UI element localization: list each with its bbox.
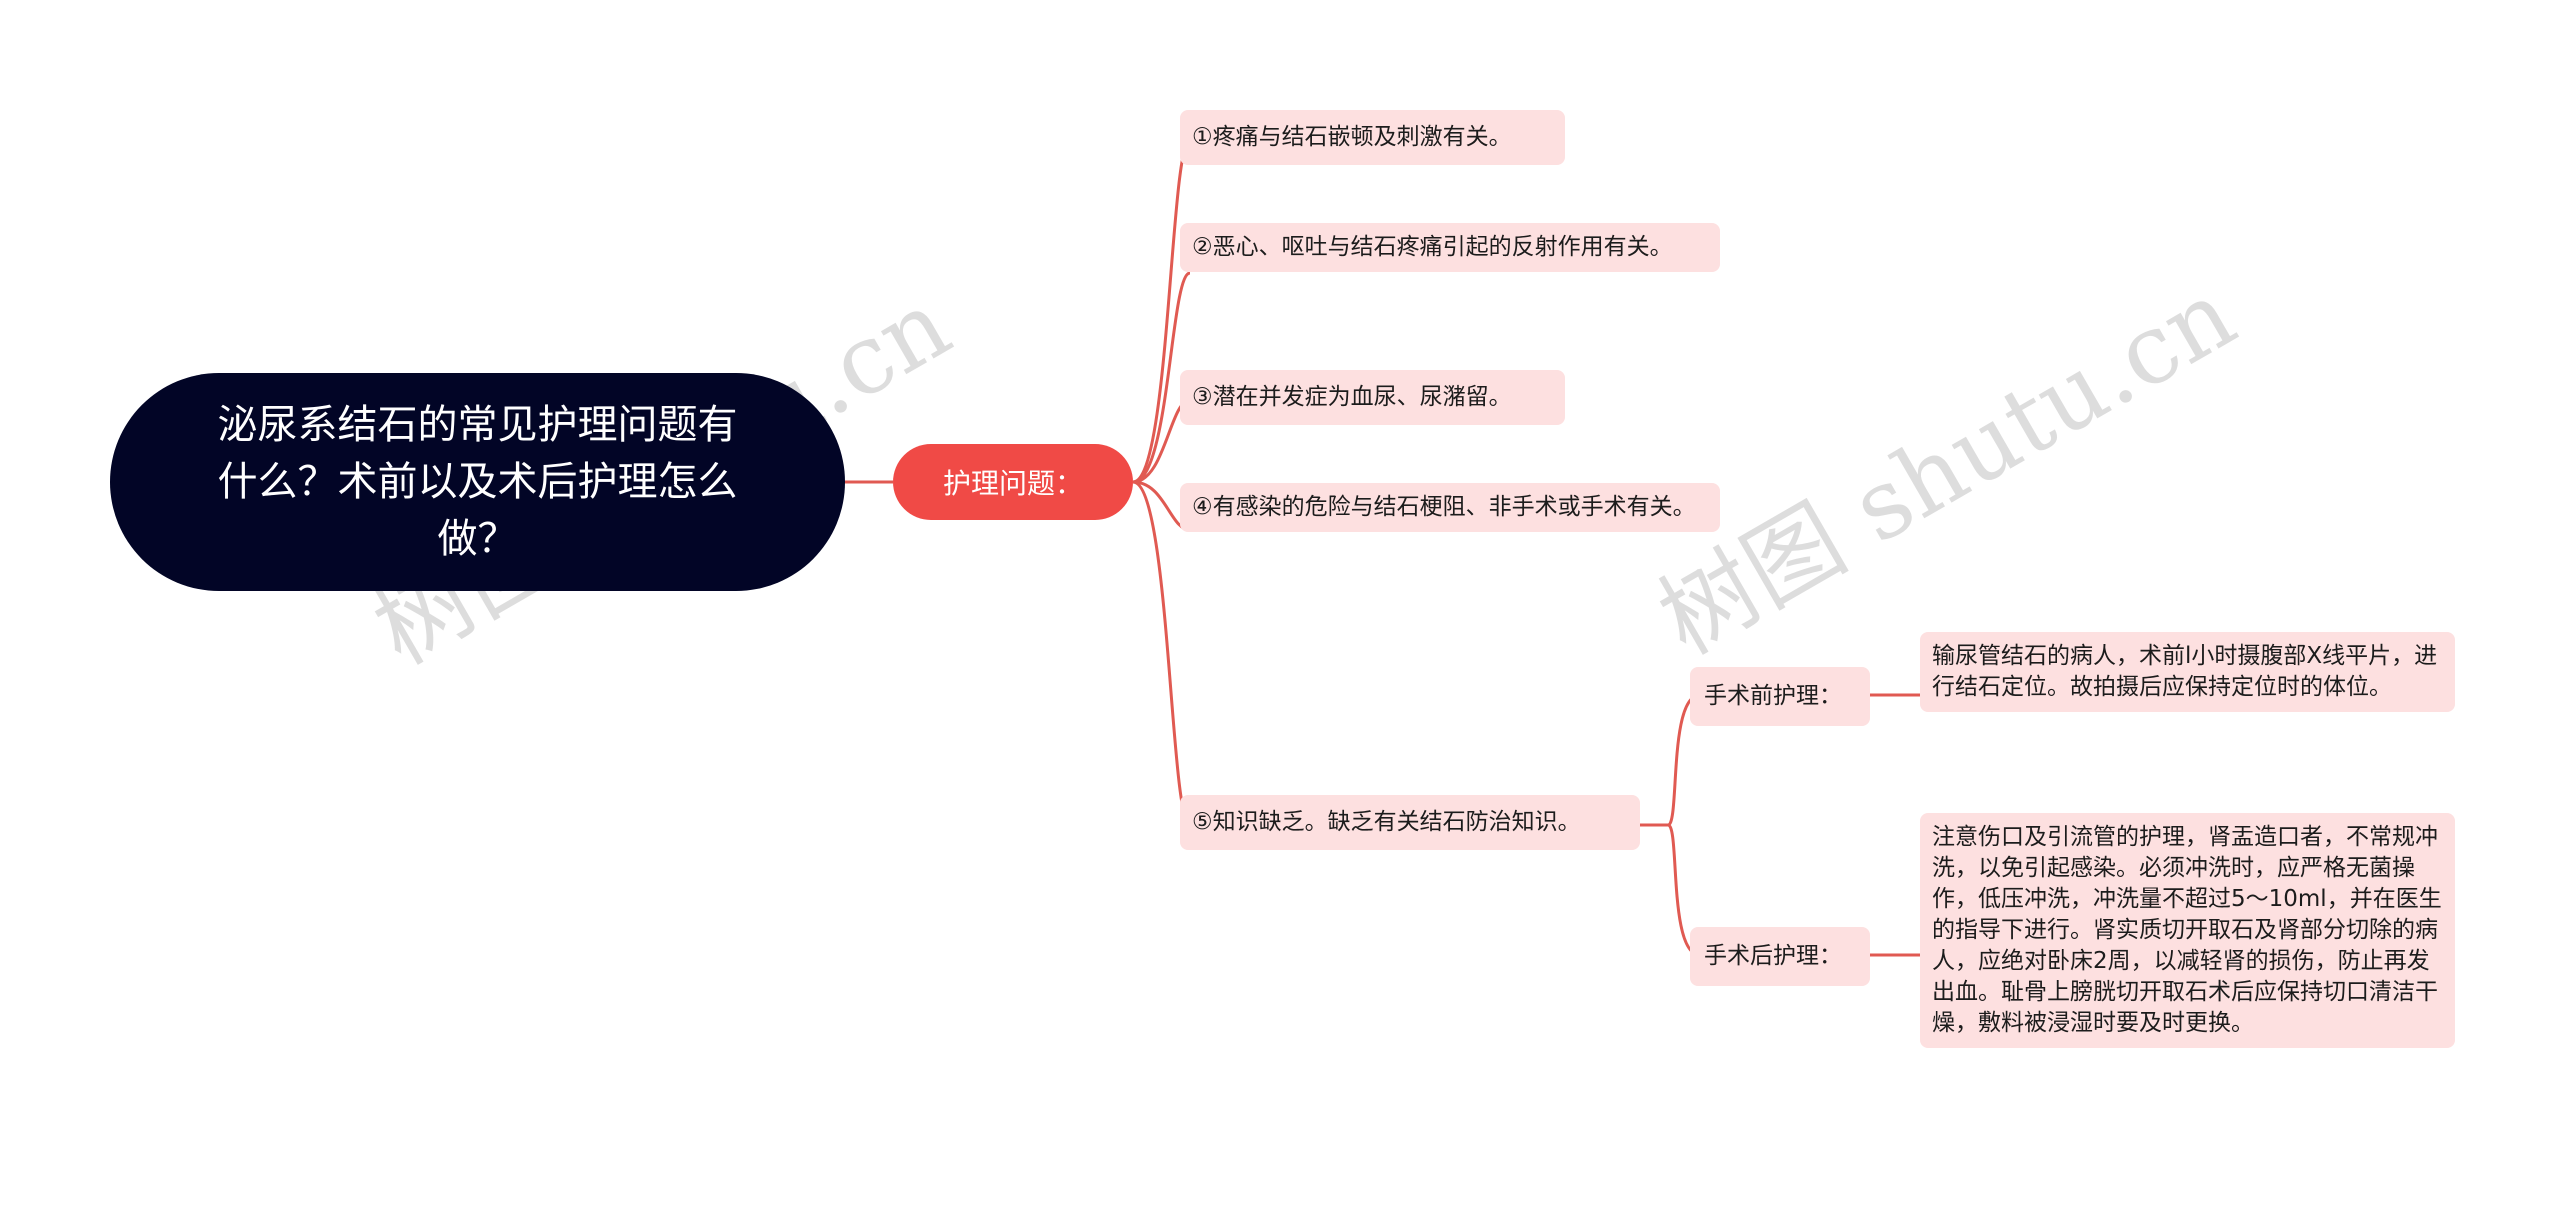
problem-label: ④有感染的危险与结石梗阻、非手术或手术有关。 xyxy=(1192,494,1696,520)
link-hub-problem-5 xyxy=(1132,480,1192,827)
root-topic[interactable]: 泌尿系结石的常见护理问题有什么？术前以及术后护理怎么做？ xyxy=(110,373,845,591)
problem-label: ②恶心、呕吐与结石疼痛引起的反射作用有关。 xyxy=(1192,234,1673,260)
link-problem5-preop xyxy=(1640,693,1701,827)
preop-detail-node[interactable]: 输尿管结石的病人，术前l小时摄腹部X线平片，进行结石定位。故拍摄后应保持定位时的… xyxy=(1920,632,2455,712)
preop-label: 手术前护理： xyxy=(1704,683,1842,709)
hub-label: 护理问题： xyxy=(942,467,1083,500)
postop-detail-node[interactable]: 注意伤口及引流管的护理，肾盂造口者，不常规冲洗，以免引起感染。必须冲洗时，应严格… xyxy=(1920,813,2455,1048)
problem-label: ⑤知识缺乏。缺乏有关结石防治知识。 xyxy=(1192,809,1581,835)
postop-detail-text: 注意伤口及引流管的护理，肾盂造口者，不常规冲洗，以免引起感染。必须冲洗时，应严格… xyxy=(1932,824,2442,1036)
problem-node-3[interactable]: ③潜在并发症为血尿、尿潴留。 xyxy=(1180,370,1565,425)
postop-node[interactable]: 手术后护理： xyxy=(1690,927,1870,986)
problem-label: ①疼痛与结石嵌顿及刺激有关。 xyxy=(1192,124,1512,150)
problem-label: ③潜在并发症为血尿、尿潴留。 xyxy=(1192,384,1512,410)
preop-detail-text: 输尿管结石的病人，术前l小时摄腹部X线平片，进行结石定位。故拍摄后应保持定位时的… xyxy=(1932,643,2438,700)
postop-label: 手术后护理： xyxy=(1704,943,1842,969)
root-topic-label: 泌尿系结石的常见护理问题有什么？术前以及术后护理怎么做？ xyxy=(217,401,738,562)
preop-node[interactable]: 手术前护理： xyxy=(1690,667,1870,726)
link-hub-problem-2 xyxy=(1132,271,1191,484)
link-hub-problem-1 xyxy=(1132,138,1192,484)
problem-node-2[interactable]: ②恶心、呕吐与结石疼痛引起的反射作用有关。 xyxy=(1180,223,1720,272)
hub-care-problems[interactable]: 护理问题： xyxy=(893,444,1133,520)
problem-node-1[interactable]: ①疼痛与结石嵌顿及刺激有关。 xyxy=(1180,110,1565,165)
problem-node-4[interactable]: ④有感染的危险与结石梗阻、非手术或手术有关。 xyxy=(1180,483,1720,532)
problem-node-5[interactable]: ⑤知识缺乏。缺乏有关结石防治知识。 xyxy=(1180,795,1640,850)
